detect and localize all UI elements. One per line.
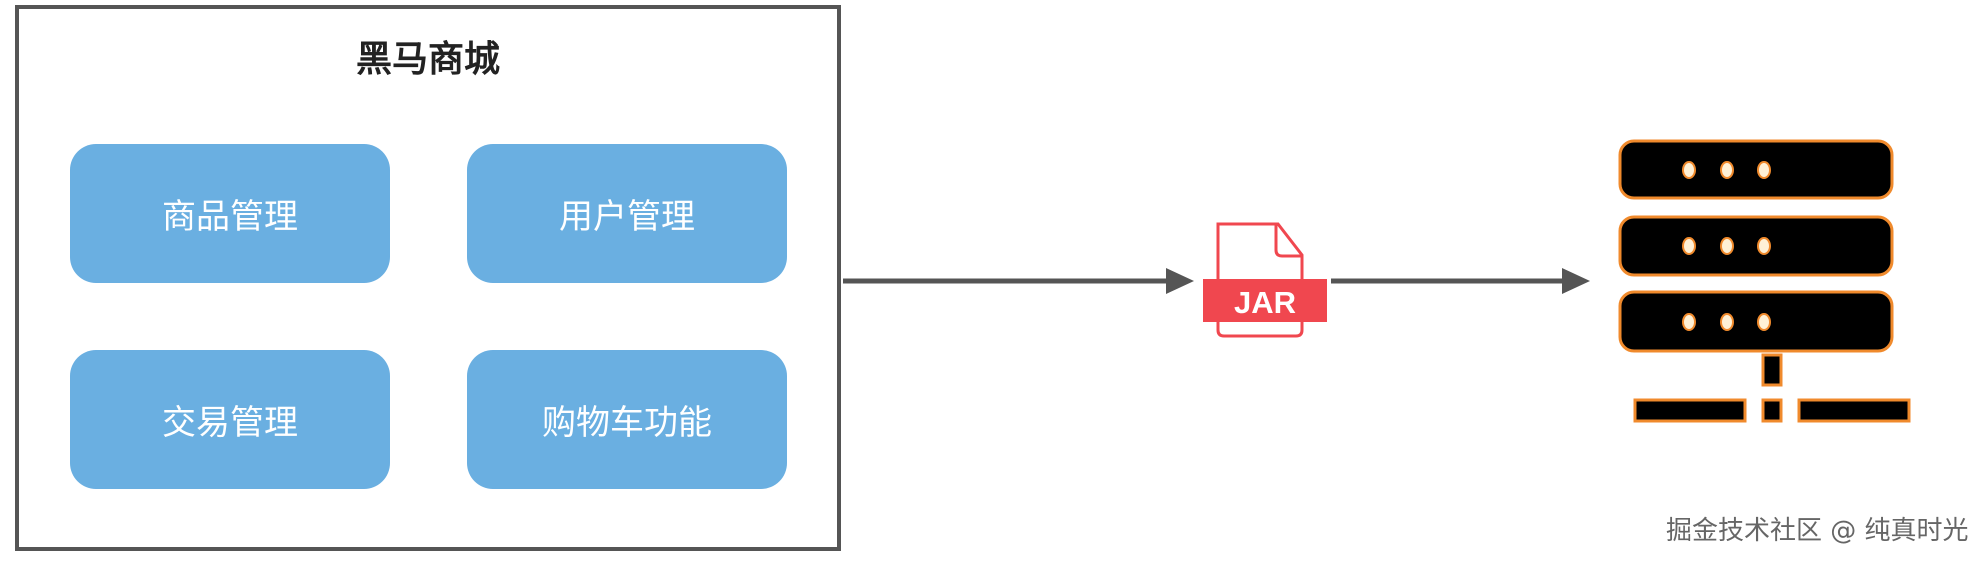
system-boundary-box <box>15 5 841 551</box>
watermark: 掘金技术社区 @ 纯真时光 <box>1666 516 1969 546</box>
module-trade-management: 交易管理 <box>70 350 390 489</box>
module-cart-function: 购物车功能 <box>467 350 787 489</box>
arrow-to-jar <box>843 268 1194 294</box>
server-icon <box>1618 139 1911 423</box>
system-title: 黑马商城 <box>355 39 500 80</box>
arrow-to-server <box>1331 268 1590 294</box>
module-user-management: 用户管理 <box>467 144 787 283</box>
jar-label: JAR <box>1234 285 1296 320</box>
jar-file-icon: JAR <box>1203 222 1327 338</box>
module-product-management: 商品管理 <box>70 144 390 283</box>
